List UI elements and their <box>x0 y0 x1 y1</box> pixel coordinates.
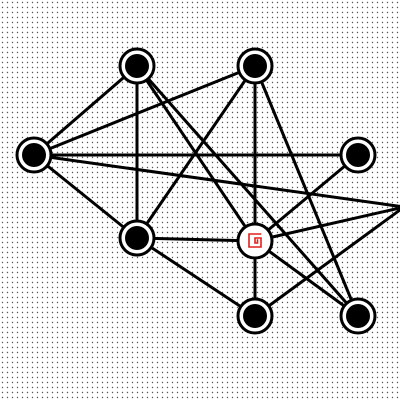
goal-spiral-icon <box>248 233 262 248</box>
node-dot <box>125 54 149 78</box>
edge-n1-n7 <box>135 64 360 318</box>
edge-n5-goal <box>135 236 257 243</box>
edge-n5-n6 <box>135 236 257 318</box>
node-dot <box>125 226 149 250</box>
edge-n3-n5 <box>32 153 139 240</box>
node-dot <box>243 54 267 78</box>
edge-n2-n7 <box>253 64 360 318</box>
graph-node-n6[interactable] <box>236 297 274 335</box>
graph-node-n7[interactable] <box>339 297 377 335</box>
goal-node[interactable] <box>236 222 274 260</box>
node-dot <box>243 304 267 328</box>
edge-n3-n8 <box>32 153 400 208</box>
node-dot <box>346 304 370 328</box>
edge-n3-n2 <box>32 64 257 157</box>
edge-goal-n8 <box>253 206 400 243</box>
edge-n6-n8 <box>253 208 400 318</box>
graph-node-n4[interactable] <box>339 136 377 174</box>
edge-goal-n4 <box>253 153 360 243</box>
node-dot <box>346 143 370 167</box>
nodes-layer <box>15 47 377 335</box>
graph-node-n3[interactable] <box>15 136 53 174</box>
edge-n3-n1 <box>32 64 139 157</box>
node-dot <box>22 143 46 167</box>
edge-n2-n5 <box>135 64 257 240</box>
graph-node-n1[interactable] <box>118 47 156 85</box>
graph-node-n5[interactable] <box>118 219 156 257</box>
edges-layer <box>32 64 400 318</box>
graph-node-n2[interactable] <box>236 47 274 85</box>
